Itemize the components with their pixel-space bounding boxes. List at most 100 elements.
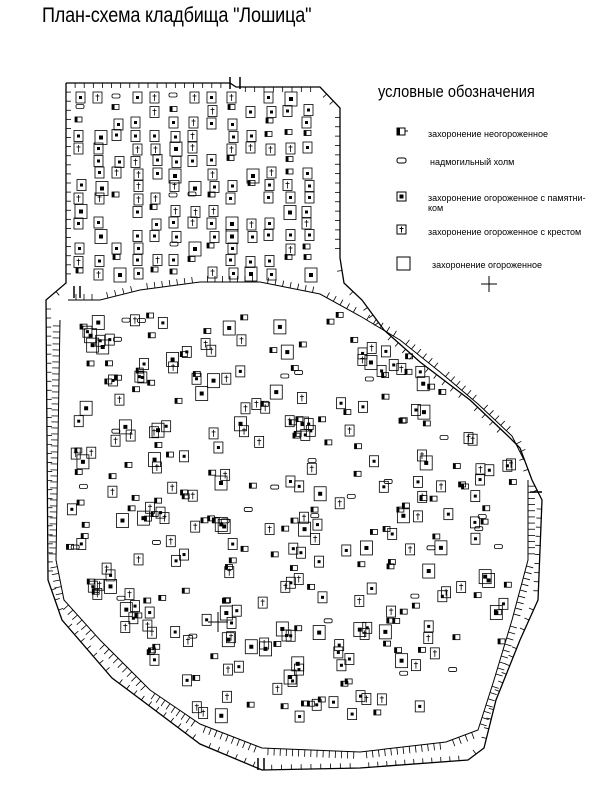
- fence-tick: [177, 723, 182, 728]
- grave: [166, 451, 174, 458]
- grave: [86, 337, 100, 353]
- grave: [263, 91, 274, 104]
- grave: [410, 593, 420, 599]
- fence-tick: [133, 690, 138, 695]
- grave: [310, 513, 320, 518]
- fence-tick: [72, 614, 78, 620]
- grave: [303, 130, 312, 136]
- grave: [150, 266, 159, 273]
- grave: [169, 106, 178, 112]
- grave: [127, 505, 136, 512]
- grave: [313, 486, 327, 502]
- grave: [244, 266, 258, 282]
- grave: [130, 600, 140, 612]
- grave: [480, 518, 489, 525]
- grave: [264, 131, 273, 137]
- grave: [364, 376, 374, 382]
- grave: [335, 311, 344, 318]
- grave: [190, 206, 201, 218]
- grave: [111, 93, 121, 99]
- grave: [137, 371, 148, 384]
- fence-tick: [175, 710, 181, 717]
- grave: [147, 626, 157, 639]
- fence-tick: [387, 336, 392, 341]
- fence-tick: [510, 625, 518, 629]
- grave: [206, 117, 217, 130]
- grave: [314, 555, 324, 568]
- grave: [378, 480, 389, 493]
- fence-tick: [130, 286, 133, 293]
- grave: [152, 540, 161, 545]
- fence-tick: [346, 303, 350, 309]
- grave: [399, 608, 408, 615]
- fenced-grave-icon: [396, 256, 411, 271]
- grave: [304, 267, 318, 283]
- grave: [280, 344, 294, 360]
- fence-tick: [297, 283, 300, 290]
- fence-tick: [501, 655, 509, 659]
- grave: [168, 192, 178, 198]
- grave: [111, 191, 120, 198]
- grave: [188, 633, 198, 639]
- fence-tick: [433, 374, 437, 379]
- grave: [104, 378, 113, 385]
- fence-tick: [384, 749, 386, 757]
- grave: [131, 494, 140, 501]
- grave: [304, 229, 315, 241]
- grave: [418, 646, 426, 653]
- grave: [190, 520, 201, 533]
- fence-tick: [515, 440, 522, 445]
- grave: [81, 521, 90, 528]
- grave: [323, 618, 333, 624]
- grave: [412, 510, 423, 523]
- grave: [206, 91, 217, 104]
- grave: [239, 425, 249, 438]
- fence-tick: [483, 710, 491, 714]
- grave: [150, 511, 159, 517]
- grave: [283, 669, 297, 685]
- grave: [203, 328, 212, 334]
- fence-tick: [501, 672, 507, 675]
- fence-tick: [67, 623, 73, 628]
- grave: [93, 216, 104, 229]
- grave: [169, 268, 178, 275]
- grave: [207, 105, 218, 117]
- fence-tick: [481, 414, 486, 419]
- fence-tick: [50, 566, 58, 569]
- fence-tick: [508, 654, 514, 658]
- grave: [76, 454, 90, 470]
- grave: [461, 483, 469, 490]
- grave: [317, 591, 328, 604]
- grave: [220, 468, 231, 481]
- grave: [130, 156, 141, 168]
- grave: [269, 347, 278, 354]
- grave: [478, 569, 492, 585]
- grave: [73, 217, 84, 230]
- fence-tick: [161, 280, 163, 288]
- grave: [498, 597, 509, 610]
- grave: [228, 267, 239, 280]
- grave: [74, 116, 83, 123]
- grave: [328, 696, 339, 709]
- grave: [470, 490, 481, 502]
- grave: [419, 455, 433, 471]
- grave: [234, 416, 247, 432]
- grave: [387, 528, 398, 540]
- fence-tick: [54, 597, 60, 601]
- fence-tick: [421, 744, 423, 752]
- grave: [285, 191, 296, 204]
- grave: [105, 569, 116, 582]
- grave: [143, 597, 152, 604]
- fence-tick: [414, 745, 417, 753]
- grave: [299, 511, 309, 524]
- grave: [419, 495, 428, 501]
- grave: [114, 374, 122, 381]
- legend-label-mound: надмогильный холм: [430, 157, 515, 167]
- grave: [209, 181, 220, 193]
- fence-tick: [500, 420, 506, 426]
- grave: [151, 218, 162, 231]
- fence-tick: [392, 330, 397, 337]
- grave: [93, 268, 104, 281]
- fence-tick: [202, 726, 207, 733]
- grave: [497, 638, 506, 645]
